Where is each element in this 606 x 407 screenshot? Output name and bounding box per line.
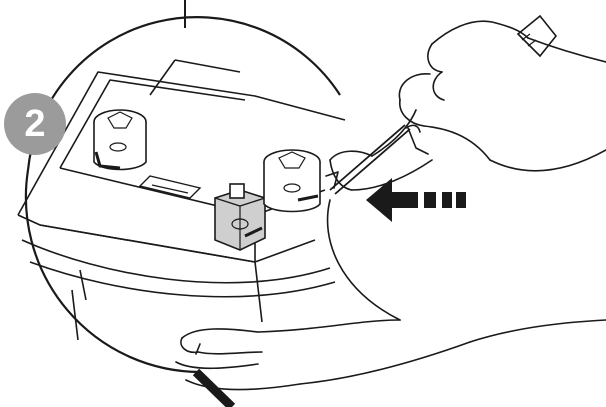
- housing-slot: [138, 175, 202, 199]
- screwdriver: [329, 14, 558, 195]
- right-cylinder-clip: [263, 149, 321, 213]
- device-housing: [17, 59, 346, 341]
- push-direction-arrow-icon: [366, 178, 466, 222]
- center-square-clip: [214, 183, 266, 251]
- left-cylinder-clip: [93, 109, 147, 171]
- cable: [192, 368, 236, 407]
- step-number-badge: 2: [4, 93, 66, 155]
- step-number: 2: [24, 103, 46, 145]
- lower-hand: [175, 199, 606, 391]
- upper-hand: [325, 20, 606, 191]
